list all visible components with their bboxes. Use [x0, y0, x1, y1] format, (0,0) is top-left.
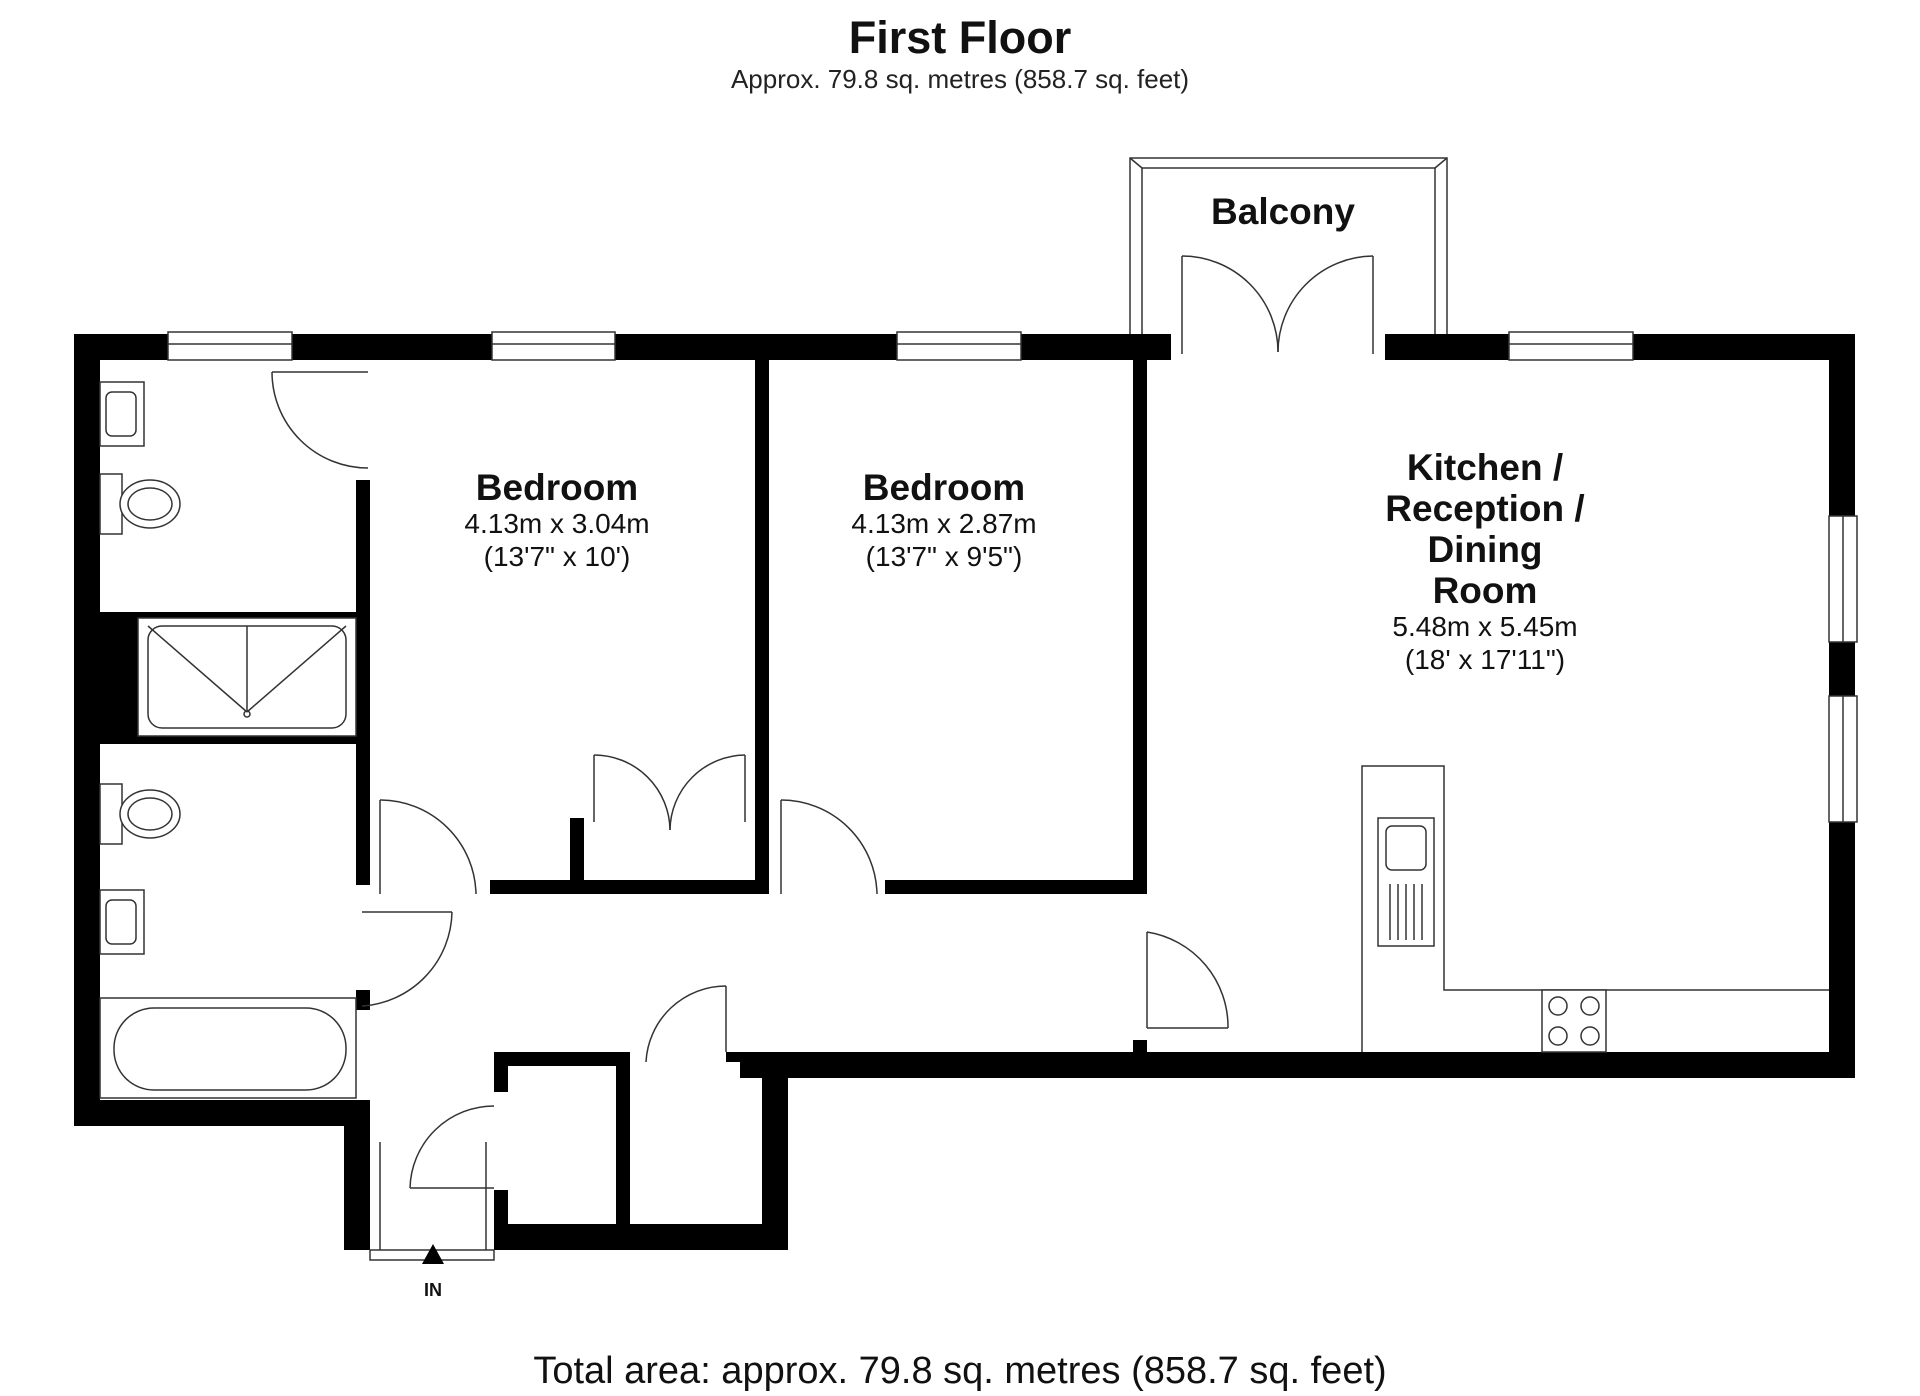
balcony — [1129, 157, 1448, 354]
room-dimensions-imperial: (13'7" x 10') — [484, 541, 631, 572]
windows — [167, 331, 1858, 823]
room-name-line: Dining — [1427, 529, 1542, 570]
room-name-line: Kitchen / — [1407, 447, 1563, 488]
doors — [271, 371, 1229, 1261]
room-bedroom-2: Bedroom 4.13m x 2.87m (13'7" x 9'5") — [851, 467, 1036, 572]
room-dimensions-imperial: (18' x 17'11") — [1405, 644, 1565, 675]
room-kitchen: Kitchen / Reception / Dining Room 5.48m … — [1385, 447, 1584, 675]
room-name: Bedroom — [476, 467, 638, 508]
room-name-line: Room — [1433, 570, 1538, 611]
room-name: Bedroom — [863, 467, 1025, 508]
interior-walls — [100, 360, 1147, 1242]
room-name-line: Reception / — [1385, 488, 1584, 529]
room-dimensions-metric: 4.13m x 3.04m — [464, 508, 649, 539]
room-bedroom-1: Bedroom 4.13m x 3.04m (13'7" x 10') — [464, 467, 649, 572]
toilet-icon — [99, 783, 123, 845]
entrance-arrow-icon — [422, 1244, 444, 1264]
room-dimensions-metric: 4.13m x 2.87m — [851, 508, 1036, 539]
fixtures — [99, 381, 1829, 1099]
walls — [74, 334, 1855, 1250]
floor-area-subtitle: Approx. 79.8 sq. metres (858.7 sq. feet) — [730, 64, 1190, 94]
room-dimensions-metric: 5.48m x 5.45m — [1392, 611, 1577, 642]
bath-icon — [99, 997, 357, 1099]
total-area-footer: Total area: approx. 79.8 sq. metres (858… — [533, 1350, 1387, 1392]
room-balcony-name: Balcony — [1211, 191, 1355, 232]
hob-icon — [1541, 989, 1607, 1053]
room-dimensions-imperial: (13'7" x 9'5") — [866, 541, 1023, 572]
floor-title: First Floor — [848, 12, 1072, 63]
kitchen-sink-icon — [1377, 817, 1435, 947]
entrance-label: IN — [424, 1280, 442, 1300]
toilet-icon — [99, 473, 123, 535]
